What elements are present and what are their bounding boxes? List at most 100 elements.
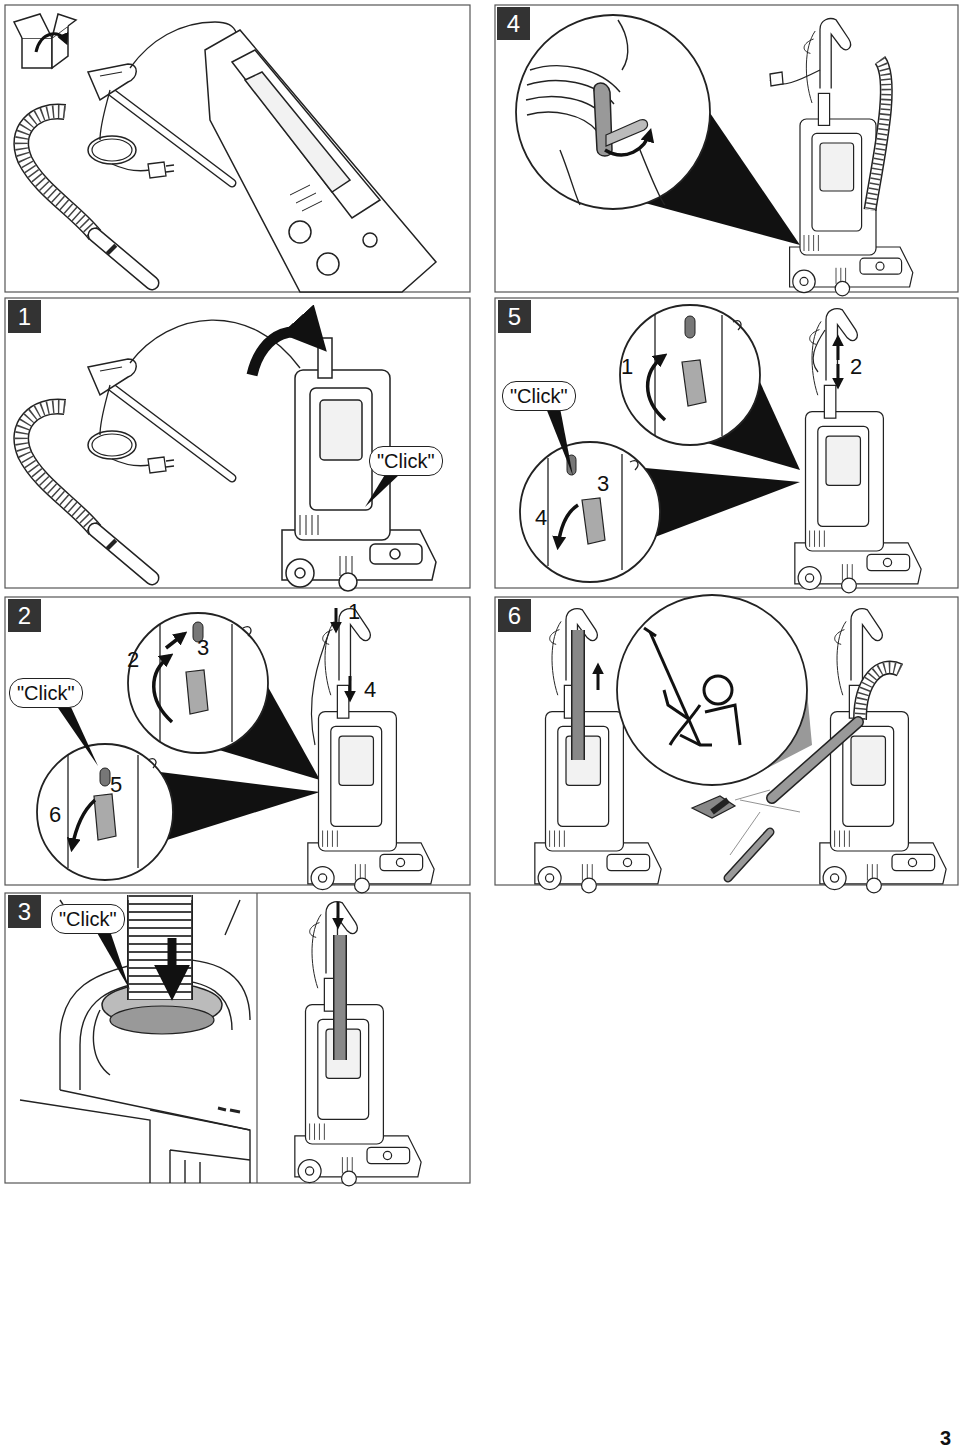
node-text: 6 bbox=[508, 602, 521, 630]
panel-2-illustration-part bbox=[160, 772, 320, 840]
unboxing-panel-part-part bbox=[232, 50, 380, 218]
panel-6-illustration bbox=[535, 595, 946, 893]
panel-2-illustration-part bbox=[166, 634, 184, 648]
panel-5-illustration-part bbox=[645, 468, 800, 537]
panel-5-illustration-part bbox=[682, 360, 706, 406]
unboxing-panel-part-part bbox=[290, 185, 322, 211]
panel-2-illustration-part-part bbox=[159, 624, 160, 742]
panel-3-illustration-part bbox=[335, 935, 346, 1060]
panel-5-illustration-part bbox=[837, 364, 840, 386]
panel-2-illustration-part bbox=[94, 794, 116, 840]
node-text: "Click" bbox=[59, 908, 117, 930]
panel-6-illustration-part-part bbox=[705, 705, 740, 745]
panel-5-illustration-part-part bbox=[547, 458, 548, 566]
panel-6-illustration-part bbox=[597, 666, 600, 690]
panel-4-illustration-part bbox=[870, 60, 886, 210]
panel-4-illustration bbox=[516, 15, 913, 296]
panel-6-illustration-part bbox=[820, 609, 946, 893]
node-text: "Click" bbox=[377, 450, 435, 472]
panel-2-illustration-part-part bbox=[67, 755, 68, 868]
panel-6-illustration-part bbox=[728, 832, 770, 878]
panel-6-illustration-part bbox=[571, 630, 585, 760]
panel-2-illustration-part-part bbox=[137, 755, 138, 868]
callout-number: 4 bbox=[535, 506, 547, 530]
panel-2-illustration bbox=[37, 608, 434, 893]
panel-3-illustration-part bbox=[127, 895, 193, 1000]
panel-5-illustration-part bbox=[546, 408, 573, 476]
panel-6-illustration-part bbox=[692, 796, 735, 818]
panel-3-illustration-part bbox=[168, 938, 177, 990]
panel-3-illustration-part bbox=[129, 895, 192, 1000]
callout-number: 4 bbox=[364, 678, 376, 702]
panel-4-illustration-part bbox=[516, 15, 710, 209]
panel-2-illustration-part bbox=[154, 656, 172, 722]
unboxing-panel-part-part bbox=[289, 221, 311, 243]
panel-6-illustration-part bbox=[617, 595, 807, 785]
panel-5-illustration-part-part bbox=[733, 321, 741, 330]
panel-2-illustration-part bbox=[186, 670, 208, 714]
click-bubble: "Click" bbox=[51, 904, 125, 934]
panel-5-illustration-part bbox=[685, 316, 695, 338]
panel-5-illustration-part bbox=[520, 442, 660, 582]
callout-number: 6 bbox=[49, 803, 61, 827]
panel-3-illustration-part-part bbox=[20, 1100, 150, 1183]
node-text: "Click" bbox=[510, 385, 568, 407]
panel-3-illustration-part-part bbox=[93, 1010, 110, 1075]
panel-6-illustration-part bbox=[860, 667, 900, 720]
callout-number: 5 bbox=[110, 773, 122, 797]
panel-6-illustration-part bbox=[730, 790, 800, 855]
panel-2-illustration-part bbox=[68, 624, 251, 868]
panel-6-illustration-part bbox=[728, 832, 770, 878]
panel-frames-part bbox=[5, 5, 470, 292]
panel-3-illustration-part bbox=[128, 900, 192, 1000]
node-text: 3 bbox=[18, 898, 31, 926]
panel-5-illustration-part bbox=[558, 505, 578, 546]
panel-6-illustration-part bbox=[860, 667, 900, 720]
panel-frames bbox=[5, 5, 958, 1183]
callout-number: 2 bbox=[127, 648, 139, 672]
callout-number: 2 bbox=[850, 355, 862, 379]
unboxing-panel-part bbox=[14, 14, 76, 68]
click-bubble: "Click" bbox=[369, 446, 443, 476]
step-number-box: 3 bbox=[8, 895, 41, 928]
step-number-box: 2 bbox=[8, 599, 41, 632]
panel-5-illustration-part bbox=[620, 305, 760, 445]
panel-3-illustration-part bbox=[218, 1108, 240, 1112]
unboxing-panel-part bbox=[21, 64, 232, 283]
panel-3-illustration-part bbox=[96, 931, 130, 990]
panel-4-illustration-part-part bbox=[560, 150, 580, 205]
panel-4-illustration-part bbox=[790, 19, 913, 296]
step-number-box: 6 bbox=[498, 599, 531, 632]
panel-5-illustration-part bbox=[548, 315, 741, 570]
panel-4-illustration-part bbox=[526, 20, 665, 205]
unboxing-panel-part-part bbox=[363, 233, 377, 247]
panel-4-illustration-part bbox=[606, 120, 647, 146]
step-number-box: 5 bbox=[498, 300, 531, 333]
unboxing-panel-part-part bbox=[205, 30, 436, 292]
panel-3-illustration-part-part bbox=[150, 1110, 250, 1183]
panel-2-illustration-part bbox=[335, 608, 338, 630]
unboxing-panel-part-part bbox=[22, 38, 52, 68]
panel-4-illustration-part-part bbox=[640, 150, 665, 205]
panel-4-illustration-part bbox=[870, 60, 886, 210]
panel-1-illustration-part bbox=[21, 359, 232, 578]
panel-2-illustration-part bbox=[128, 613, 268, 753]
panel-3-illustration bbox=[20, 895, 421, 1186]
unboxing-panel-part bbox=[205, 30, 436, 292]
callout-number: 1 bbox=[621, 355, 633, 379]
panel-5-illustration-part bbox=[582, 498, 605, 544]
panel-3-illustration-part-part bbox=[170, 1150, 250, 1183]
panel-5-illustration bbox=[520, 305, 921, 593]
node-text: 1 bbox=[18, 303, 31, 331]
step-number-box: 4 bbox=[497, 7, 530, 40]
panel-6-illustration-part-part bbox=[644, 628, 656, 636]
panel-frames-part bbox=[256, 893, 257, 1183]
panel-2-illustration-part bbox=[349, 676, 352, 699]
panel-2-illustration-part-part bbox=[231, 624, 232, 742]
panel-6-illustration-part-part bbox=[704, 676, 732, 704]
callout-number: 1 bbox=[348, 600, 360, 624]
panel-1-illustration-part bbox=[282, 338, 436, 591]
node-text: 2 bbox=[18, 602, 31, 630]
panel-5-illustration-part-part bbox=[721, 315, 722, 436]
